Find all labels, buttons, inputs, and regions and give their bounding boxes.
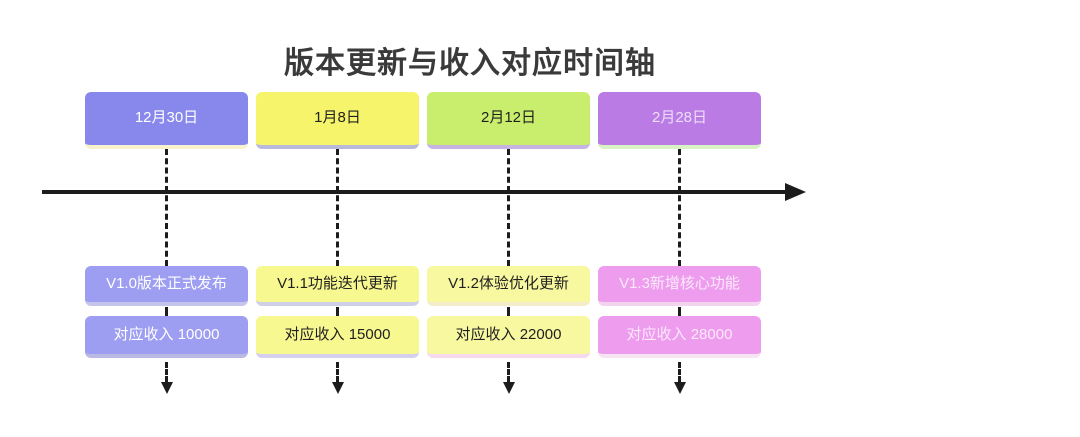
down-arrow-icon (331, 382, 344, 394)
version-box: V1.0版本正式发布 (85, 266, 248, 306)
dashed-connector (336, 362, 339, 382)
dashed-connector (507, 362, 510, 382)
dashed-connector (507, 149, 510, 266)
revenue-box: 对应收入 28000 (598, 316, 761, 358)
timeline-column-2: 1月8日 V1.1功能迭代更新 对应收入 15000 (256, 92, 419, 402)
version-box: V1.3新增核心功能 (598, 266, 761, 306)
axis-right-arrow-icon (785, 183, 806, 201)
dashed-connector (678, 362, 681, 382)
dashed-connector (336, 149, 339, 266)
dashed-connector (165, 362, 168, 382)
timeline-column-4: 2月28日 V1.3新增核心功能 对应收入 28000 (598, 92, 761, 402)
revenue-box: 对应收入 10000 (85, 316, 248, 358)
timeline-axis (42, 190, 786, 194)
dashed-connector (165, 307, 168, 316)
date-box: 2月28日 (598, 92, 761, 149)
dashed-connector (678, 149, 681, 266)
date-box: 1月8日 (256, 92, 419, 149)
version-box: V1.1功能迭代更新 (256, 266, 419, 306)
revenue-box: 对应收入 15000 (256, 316, 419, 358)
date-box: 2月12日 (427, 92, 590, 149)
version-box: V1.2体验优化更新 (427, 266, 590, 306)
dashed-connector (678, 307, 681, 316)
revenue-box: 对应收入 22000 (427, 316, 590, 358)
down-arrow-icon (502, 382, 515, 394)
dashed-connector (336, 307, 339, 316)
timeline-column-1: 12月30日 V1.0版本正式发布 对应收入 10000 (85, 92, 248, 402)
dashed-connector (507, 307, 510, 316)
down-arrow-icon (160, 382, 173, 394)
diagram-title: 版本更新与收入对应时间轴 (284, 47, 656, 80)
dashed-connector (165, 149, 168, 266)
down-arrow-icon (673, 382, 686, 394)
date-box: 12月30日 (85, 92, 248, 149)
timeline-column-3: 2月12日 V1.2体验优化更新 对应收入 22000 (427, 92, 590, 402)
